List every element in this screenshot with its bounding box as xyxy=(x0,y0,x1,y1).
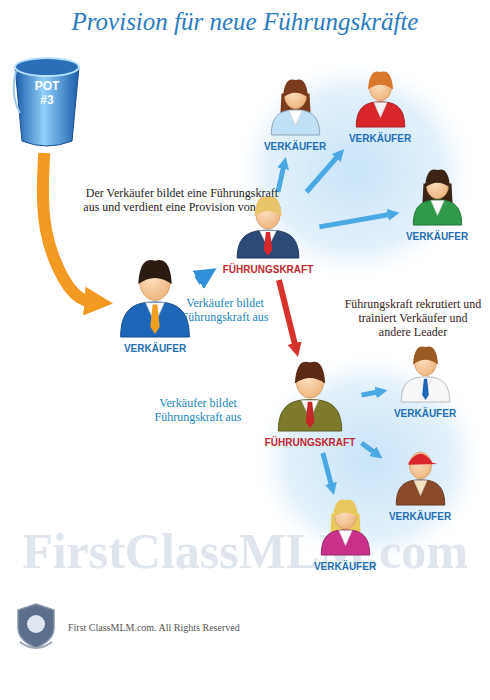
necktie xyxy=(306,402,315,429)
glow-circle xyxy=(230,55,480,285)
bucket-body xyxy=(15,67,79,146)
person-icon xyxy=(353,70,408,128)
role-label: VERKÄUFER xyxy=(394,408,456,420)
seller-node: VERKÄUFER xyxy=(116,258,194,356)
leader-node: FÜHRUNGSKRAFT xyxy=(262,360,359,450)
person-icon xyxy=(233,195,303,259)
body-shape xyxy=(278,400,341,431)
person-figure xyxy=(121,260,190,337)
flow-arrow xyxy=(43,153,96,302)
bucket-rim xyxy=(15,58,79,76)
hair-top xyxy=(138,260,171,284)
shirt-collar xyxy=(288,110,301,125)
person-icon xyxy=(318,498,373,556)
flow-arrow xyxy=(320,214,393,227)
note-text: Führungskraft rekrutiert und trainiert V… xyxy=(342,297,484,339)
body-shape xyxy=(413,200,461,225)
role-label: VERKÄUFER xyxy=(124,343,186,355)
person-figure xyxy=(396,452,444,505)
body-shape xyxy=(271,110,319,135)
role-label: VERKÄUFER xyxy=(314,561,376,573)
body-shape xyxy=(396,480,444,505)
body-shape xyxy=(356,102,404,127)
watermark: FirstClassMLM.com xyxy=(0,522,490,580)
seller-node: VERKÄUFER xyxy=(311,498,380,574)
logo-disc xyxy=(27,615,45,633)
person-icon xyxy=(398,345,453,403)
hair-top xyxy=(295,362,325,384)
seller-node: VERKÄUFER xyxy=(261,78,330,154)
copyright-note: First ClassMLM.com. All Rights Reserved xyxy=(68,622,388,634)
arrow-caption: Verkäufer bildet Führungskraft aus xyxy=(146,396,250,424)
hair-top xyxy=(282,79,307,97)
person-icon xyxy=(410,168,465,226)
person-figure xyxy=(278,362,341,431)
flow-arrow xyxy=(307,154,340,192)
person-icon xyxy=(393,448,448,506)
cap-shape xyxy=(408,454,437,465)
hair-top xyxy=(367,71,392,89)
flow-arrow xyxy=(279,280,296,349)
role-label: FÜHRUNGSKRAFT xyxy=(223,264,314,276)
pot-label: POT #3 xyxy=(27,79,67,107)
role-label: VERKÄUFER xyxy=(389,511,451,523)
role-label: VERKÄUFER xyxy=(349,133,411,145)
shirt-collar xyxy=(413,480,426,495)
person-figure xyxy=(413,169,461,225)
body-shape xyxy=(321,530,369,555)
seller-node: VERKÄUFER xyxy=(403,168,472,244)
seller-node: VERKÄUFER xyxy=(386,448,455,524)
role-label: VERKÄUFER xyxy=(406,231,468,243)
role-label: VERKÄUFER xyxy=(264,141,326,153)
pot-node: POT #3 xyxy=(12,55,82,150)
body-shape xyxy=(401,377,449,402)
shirt-collar xyxy=(430,200,443,215)
hair-top xyxy=(332,499,357,517)
shirt-collar xyxy=(373,102,386,117)
leader-node: FÜHRUNGSKRAFT xyxy=(220,195,317,277)
necktie xyxy=(264,232,272,256)
shirt-collar xyxy=(338,530,351,545)
seller-node: VERKÄUFER xyxy=(346,70,415,146)
hair-top xyxy=(254,197,281,217)
necktie xyxy=(150,304,159,334)
body-shape xyxy=(237,230,299,258)
body-shape xyxy=(121,302,190,337)
person-icon xyxy=(116,258,194,338)
person-figure xyxy=(356,71,404,127)
person-figure xyxy=(271,79,319,135)
person-icon xyxy=(274,360,346,432)
hair-top xyxy=(412,346,437,364)
flow-arrow xyxy=(278,164,284,192)
role-label: FÜHRUNGSKRAFT xyxy=(265,437,356,449)
person-figure xyxy=(237,197,299,258)
person-figure xyxy=(401,346,449,402)
person-figure xyxy=(321,499,369,555)
logo-emblem xyxy=(18,604,54,648)
necktie xyxy=(422,379,429,400)
flow-arrow xyxy=(323,453,332,488)
person-icon xyxy=(268,78,323,136)
page-title: Provision für neue Führungskräfte xyxy=(0,8,490,36)
flow-arrow xyxy=(362,443,377,454)
logo-laurel xyxy=(20,642,52,648)
arrow-caption: Verkäufer bildet Führungskraft aus xyxy=(176,296,274,324)
logo-shield xyxy=(18,604,54,648)
hair-top xyxy=(424,169,449,187)
bucket-handle xyxy=(14,71,20,113)
flow-arrow xyxy=(197,275,206,280)
flow-arrow xyxy=(362,392,381,396)
note-text: Der Verkäufer bildet eine Führungskraft … xyxy=(82,186,282,214)
seller-node: VERKÄUFER xyxy=(391,345,460,421)
